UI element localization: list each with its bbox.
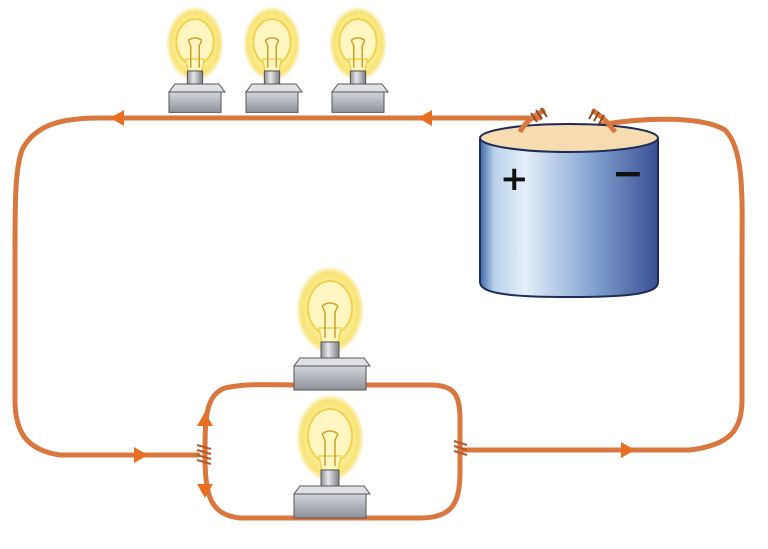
bulb-neck (184, 58, 206, 72)
wire-series-top (12, 115, 543, 458)
wire-junction-right (453, 440, 468, 456)
bulb-glass (252, 18, 292, 67)
parallel-bulb-upper (293, 266, 371, 391)
bulb-glass (175, 18, 215, 67)
bulb-filament (264, 37, 280, 68)
bulb-base-top (293, 357, 371, 367)
wire-junction-left (196, 444, 212, 465)
current-arrow-top-left (110, 110, 124, 126)
bulb-socket (186, 70, 204, 86)
bulb-base (293, 365, 367, 391)
wire-battery-negative (457, 116, 745, 453)
current-arrow-branch-up (197, 412, 213, 426)
current-arrow-left-bottom (134, 447, 148, 463)
battery-body (479, 139, 659, 299)
current-arrow-top-right (418, 110, 432, 126)
bulb-socket (263, 70, 281, 86)
current-arrow-branch-down (197, 484, 213, 498)
bulb-base (245, 91, 299, 113)
bulb-neck (347, 58, 369, 72)
series-bulb-1 (166, 6, 226, 113)
wire-parallel-upper (202, 382, 463, 458)
bulb-filament (321, 430, 339, 466)
bulb-neck (261, 58, 283, 72)
bulb-base-top (331, 83, 389, 93)
bulb-filament (187, 37, 203, 68)
battery-top (479, 123, 659, 153)
bulb-socket (349, 70, 367, 86)
bulb-neck (318, 327, 342, 343)
bulb-base (168, 91, 222, 113)
series-bulb-2 (243, 6, 303, 113)
bulb-neck (318, 455, 342, 471)
bulb-socket (320, 469, 340, 487)
bulb-glass (338, 18, 378, 67)
current-arrow-bottom-right (621, 442, 635, 458)
bulb-base-top (245, 83, 303, 93)
bulb-glass (307, 408, 353, 464)
battery: + − (479, 107, 659, 299)
battery-negative-symbol: − (612, 151, 644, 195)
bulb-base-top (168, 83, 226, 93)
battery-positive-symbol: + (500, 159, 529, 199)
bulb-filament (350, 37, 366, 68)
bulb-filament (321, 302, 339, 338)
bulb-socket (320, 341, 340, 359)
bulb-base (293, 493, 367, 519)
series-bulb-3 (329, 6, 389, 113)
bulb-glass (307, 280, 353, 336)
parallel-bulb-lower (293, 394, 371, 519)
bulb-base (331, 91, 385, 113)
bulb-base-top (293, 485, 371, 495)
